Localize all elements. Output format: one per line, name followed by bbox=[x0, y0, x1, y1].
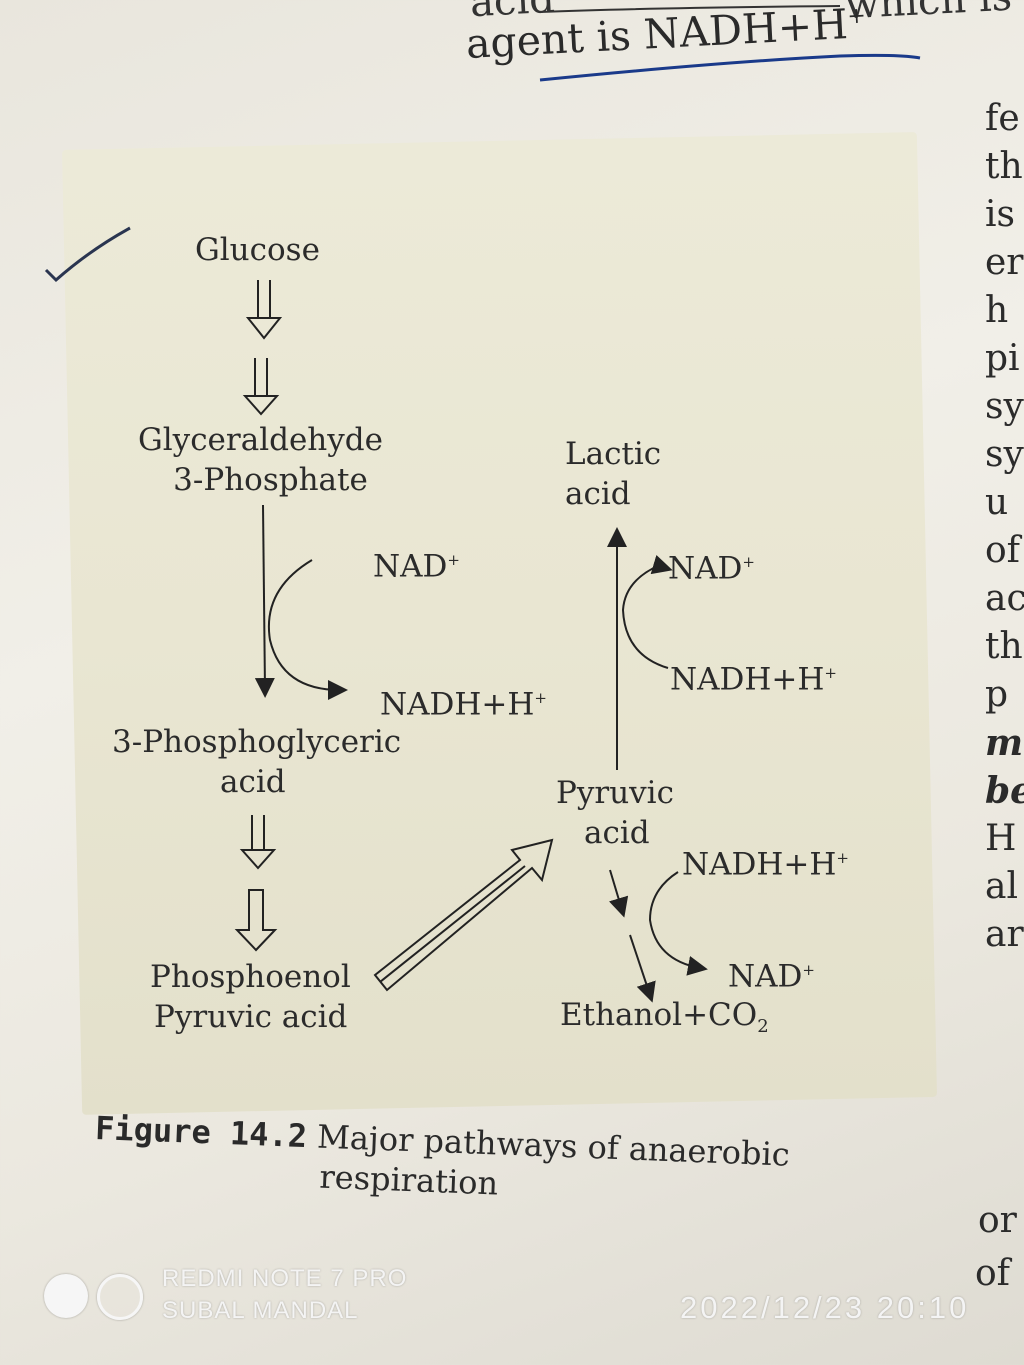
pyruvic-line-1: Pyruvic bbox=[556, 775, 674, 811]
nadh-3-text: NADH+H bbox=[682, 846, 837, 883]
label-pyruvic-acid: Pyruvic acid bbox=[556, 773, 674, 853]
caption-label: Figure 14.2 bbox=[94, 1108, 308, 1156]
label-lactic-acid: Lactic acid bbox=[565, 434, 661, 514]
ethanol-text: Ethanol+CO bbox=[560, 997, 758, 1033]
pyruvic-line-2: acid bbox=[584, 815, 650, 851]
right-margin-column: fe th is er h pi sy sy u of ac th p m be… bbox=[985, 95, 1024, 959]
label-glyceraldehyde-3-phosphate: Glyceraldehyde 3-Phosphate bbox=[138, 420, 383, 500]
margin-line: pi bbox=[985, 338, 1020, 379]
nadh-2-text: NADH+H bbox=[670, 661, 825, 698]
watermark-model: REDMI NOTE 7 PRO bbox=[162, 1265, 408, 1292]
label-nad-2: NAD+ bbox=[668, 542, 755, 588]
margin-line: be bbox=[985, 770, 1024, 812]
label-nadh-3: NADH+H+ bbox=[682, 838, 849, 884]
watermark-timestamp: 2022/12/23 20:10 bbox=[680, 1290, 970, 1325]
margin-line: sy bbox=[985, 434, 1024, 475]
watermark-circle-filled-icon bbox=[44, 1274, 88, 1318]
nad-3-text: NAD bbox=[728, 958, 803, 995]
nad-2-sup: + bbox=[742, 553, 755, 571]
ethanol-sub: 2 bbox=[757, 1016, 769, 1038]
label-3-phosphoglyceric-acid: 3-Phosphoglyceric acid bbox=[112, 722, 401, 802]
nad-1-text: NAD bbox=[373, 548, 448, 585]
nad-2-text: NAD bbox=[668, 550, 743, 587]
nad-1-sup: + bbox=[447, 551, 460, 569]
margin-line: th bbox=[985, 626, 1023, 667]
margin-line: or bbox=[978, 1200, 1017, 1241]
nadh-1-sup: + bbox=[534, 689, 547, 707]
g3p-line-1: Glyceraldehyde bbox=[138, 422, 383, 458]
margin-line: h bbox=[985, 290, 1009, 331]
label-nadh-1: NADH+H+ bbox=[380, 678, 547, 724]
pga-line-1: 3-Phosphoglyceric bbox=[112, 724, 402, 760]
label-nadh-2: NADH+H+ bbox=[670, 653, 837, 699]
lactic-line-2: acid bbox=[565, 476, 631, 512]
margin-line: er bbox=[985, 242, 1024, 283]
nad-3-sup: + bbox=[802, 961, 815, 979]
margin-line: ac bbox=[985, 578, 1024, 619]
margin-line: ar bbox=[985, 914, 1024, 955]
pep-line-2: Pyruvic acid bbox=[154, 999, 348, 1035]
pep-line-1: Phosphoenol bbox=[150, 959, 351, 995]
g3p-line-2: 3-Phosphate bbox=[173, 462, 368, 498]
margin-line: of bbox=[985, 530, 1020, 571]
nadh-2-sup: + bbox=[824, 664, 837, 682]
pga-line-2: acid bbox=[220, 764, 286, 800]
margin-line: u bbox=[985, 482, 1009, 523]
nadh-1-text: NADH+H bbox=[380, 686, 535, 723]
lactic-line-1: Lactic bbox=[565, 436, 662, 472]
label-glucose: Glucose bbox=[195, 232, 320, 268]
label-phosphoenol-pyruvic-acid: Phosphoenol Pyruvic acid bbox=[150, 957, 351, 1037]
label-nad-1: NAD+ bbox=[373, 540, 460, 586]
margin-line: al bbox=[985, 866, 1018, 907]
label-nad-3: NAD+ bbox=[728, 950, 815, 996]
nadh-3-sup: + bbox=[836, 849, 849, 867]
watermark-circle-outline-icon bbox=[97, 1274, 143, 1320]
margin-line: is bbox=[985, 194, 1015, 235]
margin-line: th bbox=[985, 146, 1023, 187]
margin-line: fe bbox=[985, 98, 1020, 139]
header-underline bbox=[539, 5, 921, 82]
margin-line: of bbox=[975, 1253, 1010, 1294]
watermark-owner: SUBAL MANDAL bbox=[162, 1297, 359, 1324]
margin-line: sy bbox=[985, 386, 1024, 427]
margin-line: p bbox=[985, 674, 1009, 715]
margin-line: H bbox=[985, 818, 1017, 859]
check-mark-icon bbox=[44, 226, 131, 283]
margin-line: m bbox=[985, 722, 1024, 764]
label-ethanol-co2: Ethanol+CO2 bbox=[560, 995, 769, 1047]
